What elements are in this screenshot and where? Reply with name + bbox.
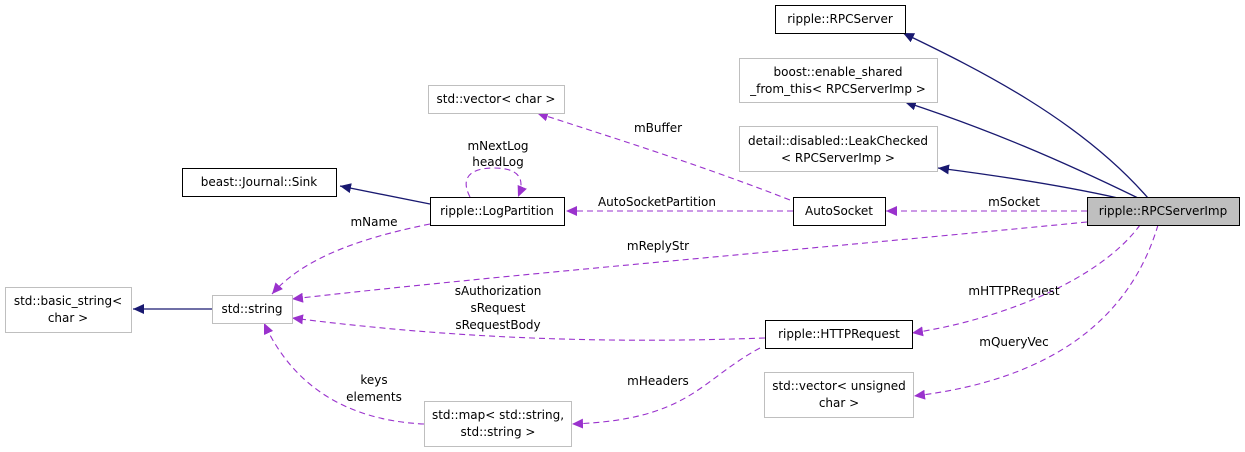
node-journal-sink-label: beast::Journal::Sink bbox=[201, 175, 318, 189]
node-enable-shared-label-1: boost::enable_shared bbox=[774, 65, 903, 79]
node-basic-string-label-1: std::basic_string< bbox=[14, 294, 122, 308]
label-msocket: mSocket bbox=[988, 195, 1040, 209]
edge-rpcserverimp-to-rpcserver bbox=[902, 32, 1149, 199]
node-vector-char: std::vector< char > bbox=[428, 85, 565, 114]
node-enable-shared-from-this: boost::enable_shared _from_this< RPCServ… bbox=[739, 58, 938, 103]
node-leakchecked: detail::disabled::LeakChecked < RPCServe… bbox=[739, 126, 938, 172]
node-rpcserver-label: ripple::RPCServer bbox=[787, 12, 893, 26]
edge-autosocket-mbuffer bbox=[536, 111, 791, 201]
edge-logpartition-mname bbox=[271, 223, 431, 295]
node-logpartition-label: ripple::LogPartition bbox=[440, 204, 554, 218]
node-autosocket-label: AutoSocket bbox=[805, 204, 873, 218]
edge-rpcserverimp-mreplystr bbox=[291, 221, 1088, 303]
edge-labels: mBuffer mNextLog headLog AutoSocketParti… bbox=[346, 121, 1060, 404]
node-map-label-2: std::string > bbox=[461, 425, 536, 439]
node-map-label-1: std::map< std::string, bbox=[432, 408, 564, 422]
edge-rpcserverimp-mhttprequest bbox=[911, 224, 1141, 337]
usage-edges bbox=[263, 111, 1159, 429]
node-vector-unsigned-char-label-2: char > bbox=[819, 396, 859, 410]
label-mqueryvec: mQueryVec bbox=[979, 335, 1048, 349]
label-mheaders: mHeaders bbox=[627, 374, 689, 388]
label-headlog: headLog bbox=[472, 155, 523, 169]
node-map-string: std::map< std::string, std::string > bbox=[424, 401, 572, 447]
label-elements: elements bbox=[346, 390, 402, 404]
node-basic-string-label-2: char > bbox=[48, 311, 88, 325]
node-leakchecked-label-2: < RPCServerImp > bbox=[781, 151, 895, 165]
node-rpcserverimp[interactable]: ripple::RPCServerImp bbox=[1087, 197, 1240, 226]
edge-map-keys-elements bbox=[263, 322, 425, 425]
edge-rpcserverimp-mqueryvec bbox=[913, 224, 1159, 400]
edge-rpcserverimp-to-enable-shared bbox=[904, 100, 1139, 199]
edge-rpcserverimp-to-leakchecked bbox=[937, 164, 1119, 199]
node-std-string-label: std::string bbox=[221, 302, 282, 316]
node-rpcserverimp-label: ripple::RPCServerImp bbox=[1099, 204, 1227, 218]
label-mreplystr: mReplyStr bbox=[627, 239, 689, 253]
node-rpcserver[interactable]: ripple::RPCServer bbox=[775, 5, 906, 34]
label-mhttprequest: mHTTPRequest bbox=[968, 284, 1059, 298]
node-httprequest[interactable]: ripple::HTTPRequest bbox=[765, 320, 913, 349]
node-httprequest-label: ripple::HTTPRequest bbox=[778, 327, 900, 341]
edge-logpartition-self bbox=[465, 167, 527, 198]
label-mnextlog: mNextLog bbox=[467, 139, 528, 153]
label-srequest: sRequest bbox=[471, 301, 526, 315]
label-sauthorization: sAuthorization bbox=[455, 284, 542, 298]
label-mname: mName bbox=[350, 215, 397, 229]
inheritance-edges bbox=[133, 32, 1149, 314]
edge-logpartition-to-journal-sink bbox=[339, 183, 431, 205]
label-mbuffer: mBuffer bbox=[634, 121, 682, 135]
node-basic-string: std::basic_string< char > bbox=[5, 287, 132, 333]
label-autosocketpartition: AutoSocketPartition bbox=[598, 195, 716, 209]
node-vector-unsigned-char: std::vector< unsigned char > bbox=[764, 372, 914, 418]
node-logpartition[interactable]: ripple::LogPartition bbox=[430, 197, 565, 226]
node-autosocket[interactable]: AutoSocket bbox=[793, 197, 886, 226]
node-enable-shared-label-2: _from_this< RPCServerImp > bbox=[749, 82, 926, 96]
label-keys: keys bbox=[360, 373, 387, 387]
node-vector-unsigned-char-label-1: std::vector< unsigned bbox=[772, 379, 906, 393]
label-srequestbody: sRequestBody bbox=[455, 318, 540, 332]
edge-httprequest-mheaders bbox=[571, 347, 761, 429]
node-vector-char-label: std::vector< char > bbox=[437, 92, 556, 106]
node-journal-sink[interactable]: beast::Journal::Sink bbox=[182, 168, 337, 197]
node-std-string: std::string bbox=[212, 295, 293, 324]
node-leakchecked-label-1: detail::disabled::LeakChecked bbox=[748, 134, 928, 148]
